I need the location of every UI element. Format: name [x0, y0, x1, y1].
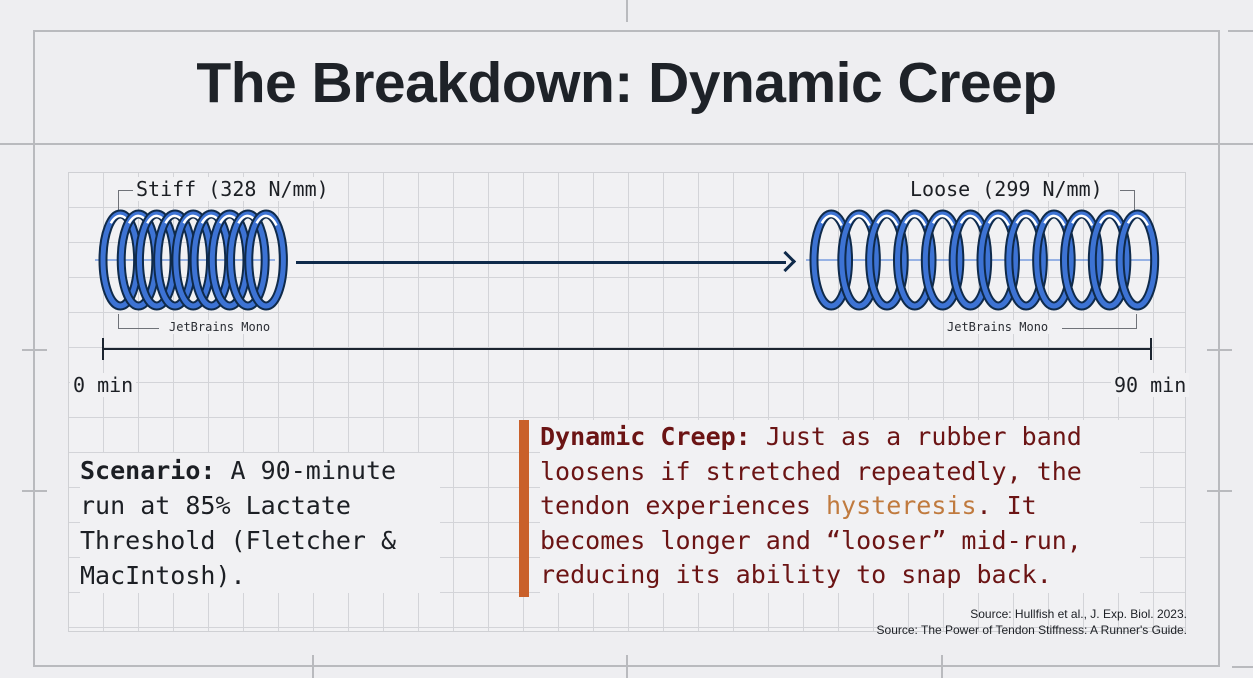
- frame-tick: [626, 0, 628, 22]
- loose-label-bracket: [1120, 190, 1135, 211]
- callout-accent-bar: [519, 420, 529, 597]
- frame-tick: [22, 490, 47, 492]
- scenario-text: Scenario: A 90-minute run at 85% Lactate…: [80, 453, 440, 593]
- creep-body-before: Just as a rubber band loosens if stretch…: [540, 422, 1082, 520]
- loose-spring-label: Loose (299 N/mm): [908, 177, 1105, 201]
- timeline-end-label: 90 min: [1111, 373, 1190, 397]
- frame-tick: [941, 655, 943, 678]
- page-title: The Breakdown: Dynamic Creep: [196, 51, 1057, 115]
- timeline-end-cap: [1150, 338, 1152, 360]
- frame-tick: [22, 349, 47, 351]
- header-divider: [0, 143, 1253, 145]
- source-line: Source: Hullfish et al., J. Exp. Biol. 2…: [970, 607, 1187, 621]
- dynamic-creep-callout: Dynamic Creep: Just as a rubber band loo…: [540, 420, 1140, 593]
- frame-tick: [626, 655, 628, 678]
- timeline-axis: [103, 348, 1152, 350]
- stiff-spring-icon: [95, 209, 288, 311]
- frame-tick: [1207, 349, 1232, 351]
- timeline-start-cap: [102, 338, 104, 360]
- creep-heading: Dynamic Creep:: [540, 422, 751, 451]
- scenario-heading: Scenario:: [80, 456, 216, 485]
- frame-tick: [1228, 30, 1253, 32]
- frame-tick: [1207, 490, 1232, 492]
- arrow-line: [296, 261, 786, 264]
- stiff-spring-label: Stiff (328 N/mm): [134, 177, 331, 201]
- scenario-body: A 90-minute run at 85% Lactate Threshold…: [80, 456, 397, 590]
- sources: Source: Hullfish et al., J. Exp. Biol. 2…: [877, 606, 1187, 638]
- stiff-label-bracket: [118, 190, 133, 211]
- source-line: Source: The Power of Tendon Stiffness: A…: [876, 623, 1187, 637]
- creep-highlight: hysteresis: [825, 491, 977, 520]
- stiff-spring-caption: JetBrains Mono: [166, 320, 274, 334]
- creep-body-after: . It becomes longer and “looser” mid-run…: [540, 491, 1082, 589]
- frame-tick: [1232, 666, 1253, 668]
- loose-spring-icon: [806, 209, 1160, 311]
- loose-caption-bracket: [1062, 314, 1137, 329]
- timeline-start-label: 0 min: [70, 373, 137, 397]
- stiff-caption-bracket: [118, 314, 159, 329]
- loose-spring-caption: JetBrains Mono: [944, 320, 1052, 334]
- frame-tick: [312, 655, 314, 678]
